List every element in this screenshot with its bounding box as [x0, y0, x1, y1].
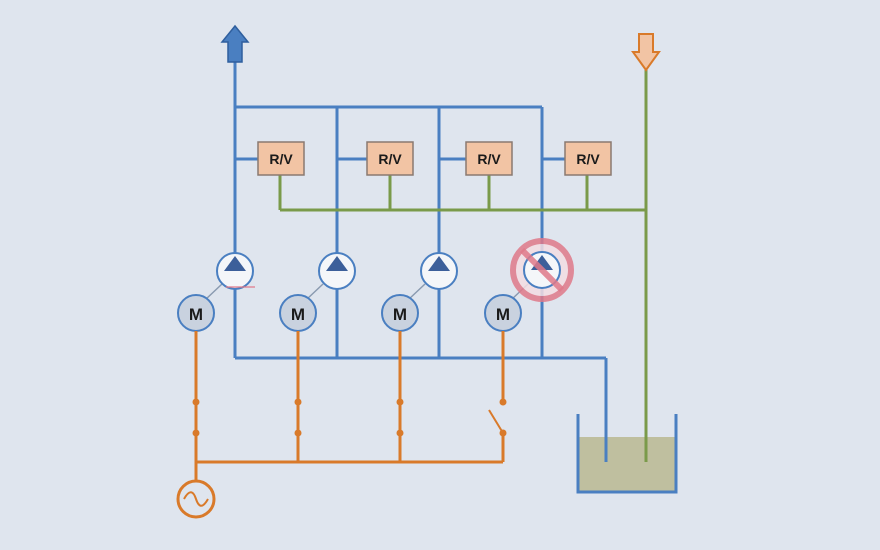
arrow-down-icon — [631, 33, 661, 72]
contact — [294, 429, 302, 437]
pump-icon — [318, 252, 356, 290]
relief-valve-2: R/V — [366, 141, 414, 176]
contact — [192, 398, 200, 406]
contact — [499, 398, 507, 406]
relief-valve-label: R/V — [477, 151, 501, 167]
relief-valve-1: R/V — [257, 141, 305, 176]
motor-4: M — [484, 294, 522, 332]
motor-label: M — [496, 305, 510, 324]
pump-1 — [216, 252, 255, 290]
contact — [396, 398, 404, 406]
motor-1: M — [177, 294, 215, 332]
relief-valve-3: R/V — [465, 141, 513, 176]
contact — [294, 398, 302, 406]
open-switch — [488, 409, 504, 434]
pump-3 — [420, 252, 458, 290]
switch-contacts — [192, 398, 507, 437]
pump-4-disabled — [510, 238, 574, 302]
pressure-lines — [233, 60, 608, 462]
contact — [396, 429, 404, 437]
pump-icon — [216, 252, 254, 290]
tank-wall — [576, 414, 678, 494]
electrical-circuit — [194, 331, 505, 482]
relief-valve-label: R/V — [378, 151, 402, 167]
relief-valve-label: R/V — [269, 151, 293, 167]
arrow-up-icon — [220, 24, 250, 63]
motor-label: M — [189, 305, 203, 324]
motor-3: M — [381, 294, 419, 332]
coupling-1 — [204, 283, 223, 301]
contact — [192, 429, 200, 437]
pump-icon — [420, 252, 458, 290]
motor-2: M — [279, 294, 317, 332]
relief-valve-4: R/V — [564, 141, 612, 176]
reservoir-tank — [576, 414, 678, 494]
relief-valve-label: R/V — [576, 151, 600, 167]
coupling-3 — [407, 283, 426, 301]
contact — [499, 429, 507, 437]
pump-2 — [318, 252, 356, 290]
prohibited-slash — [519, 247, 565, 293]
motor-label: M — [291, 305, 305, 324]
tank-fluid — [578, 437, 676, 492]
return-lines — [278, 70, 648, 462]
coupling-2 — [305, 283, 324, 301]
ac-source-icon — [176, 479, 216, 519]
motor-label: M — [393, 305, 407, 324]
